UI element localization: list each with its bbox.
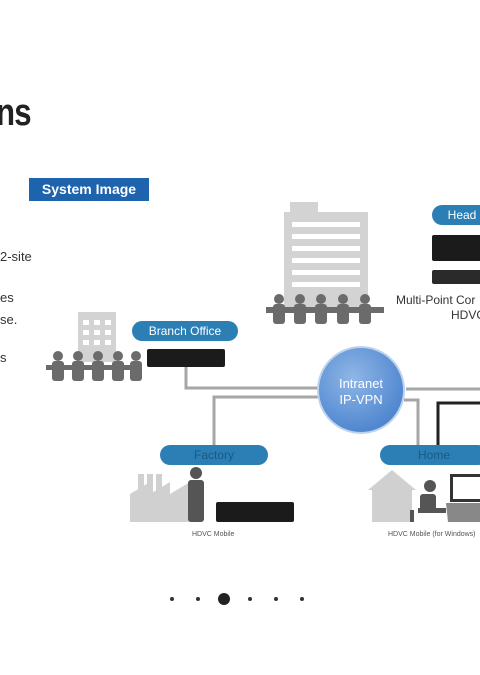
carousel-dot-5[interactable] [274, 597, 278, 601]
connection-lines [184, 367, 480, 455]
carousel-dot-3-active[interactable] [218, 593, 230, 605]
home-device-label: HDVC Mobile (for Windows) [388, 531, 476, 538]
mcu-label-line-2: HDVC [451, 308, 480, 322]
factory-worker-icon [188, 467, 204, 522]
laptop-icon [446, 474, 480, 522]
mcu-device [432, 270, 480, 284]
side-text-line-4: s [0, 350, 7, 365]
branch-meeting-icon [46, 351, 142, 381]
network-label-line-1: Intranet [338, 376, 384, 391]
network-label-line-2: IP-VPN [339, 392, 383, 407]
intranet-ipvpn-node: Intranet IP-VPN [317, 346, 405, 434]
factory-codec-device [216, 502, 294, 522]
system-image-badge: System Image [29, 178, 149, 201]
factory-device-label: HDVC Mobile [192, 531, 235, 538]
branch-office-label: Branch Office [132, 321, 238, 341]
line-factory [212, 395, 320, 455]
branch-codec-device [147, 349, 225, 367]
carousel-dot-4[interactable] [248, 597, 252, 601]
factory-icon [130, 474, 190, 522]
side-text-line-1: 2-site [0, 249, 32, 264]
home-icon [368, 470, 416, 522]
carousel-dot-2[interactable] [196, 597, 200, 601]
home-label: Home [380, 445, 480, 465]
headquarters-label: Head [432, 205, 480, 225]
side-text-line-3: se. [0, 312, 18, 327]
factory-label: Factory [160, 445, 268, 465]
home-user-icon [410, 480, 446, 522]
carousel-dot-6[interactable] [300, 597, 304, 601]
line-branch [184, 367, 318, 390]
line-home [404, 398, 420, 455]
side-text-line-2: es [0, 290, 14, 305]
mcu-label-line-1: Multi-Point Cor [396, 293, 476, 307]
hq-building-icon [284, 202, 368, 312]
page-heading: ns [0, 92, 32, 134]
hq-meeting-icon [266, 294, 384, 324]
line-home-dark [436, 401, 480, 455]
hq-codec-device [432, 235, 480, 261]
carousel-dot-1[interactable] [170, 597, 174, 601]
